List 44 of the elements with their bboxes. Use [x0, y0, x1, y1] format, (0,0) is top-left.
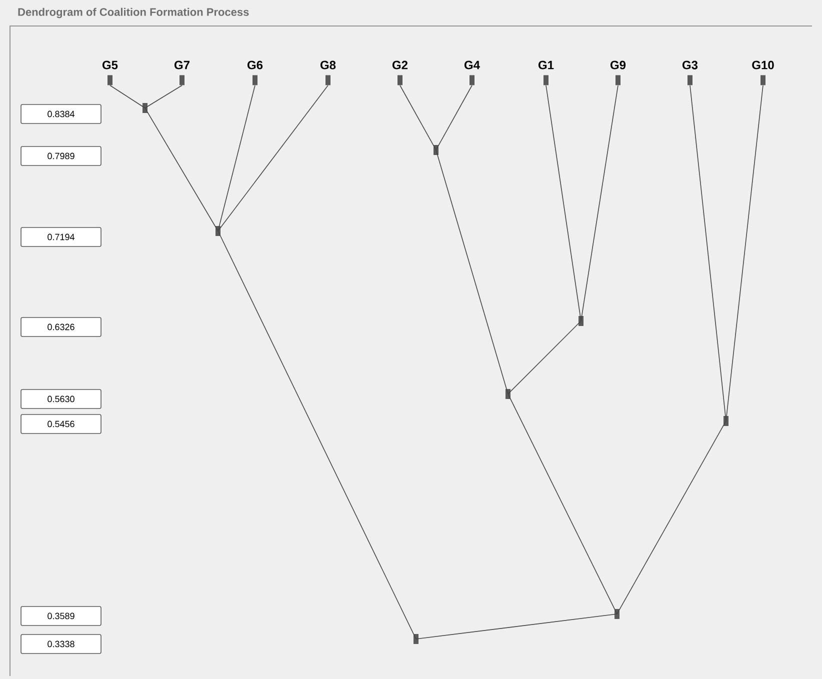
value-box: 0.7989 [20, 146, 102, 166]
value-box: 0.3338 [20, 634, 102, 654]
value-box: 0.7194 [20, 227, 102, 247]
connector-line [436, 150, 508, 394]
value-box: 0.5630 [20, 389, 102, 409]
merge-marker [506, 388, 510, 399]
value-box: 0.8384 [20, 104, 102, 124]
connector-line [546, 84, 582, 322]
value-box: 0.5456 [20, 414, 102, 434]
connector-line [616, 420, 726, 614]
connector-line [690, 84, 726, 422]
merge-marker [434, 145, 438, 155]
leaf-label: G2 [392, 60, 408, 86]
leaf-label: G8 [320, 60, 336, 86]
merge-marker [216, 226, 220, 236]
connector-line [726, 84, 764, 422]
connector-line [508, 394, 618, 614]
merge-marker [414, 634, 418, 644]
title: Dendrogram of Coalition Formation Process [18, 8, 249, 18]
leaf-label: G4 [464, 60, 480, 86]
connector-line [436, 84, 472, 150]
value-box: 0.6326 [20, 317, 102, 337]
leaf-label: G7 [174, 60, 190, 86]
merge-marker [142, 103, 148, 113]
connector-line [580, 84, 618, 322]
connector-line [508, 320, 582, 394]
connector-line [144, 108, 218, 232]
connector-line [416, 614, 618, 640]
connector-line [218, 84, 256, 232]
connector-line [144, 84, 182, 108]
connector-line [218, 84, 328, 232]
leaf-label: G1 [538, 60, 554, 86]
leaf-label: G9 [610, 60, 626, 86]
merge-marker [724, 416, 728, 426]
connector-line [110, 84, 146, 108]
leaf-label: G3 [682, 60, 698, 86]
value-box: 0.3589 [20, 606, 102, 626]
leaf-label: G6 [247, 60, 263, 86]
merge-marker [614, 608, 620, 619]
merge-marker [578, 316, 584, 326]
leaf-label: G10 [752, 60, 774, 86]
connector-line [400, 84, 436, 150]
leaf-label: G5 [102, 60, 118, 86]
connector-line [218, 230, 416, 640]
